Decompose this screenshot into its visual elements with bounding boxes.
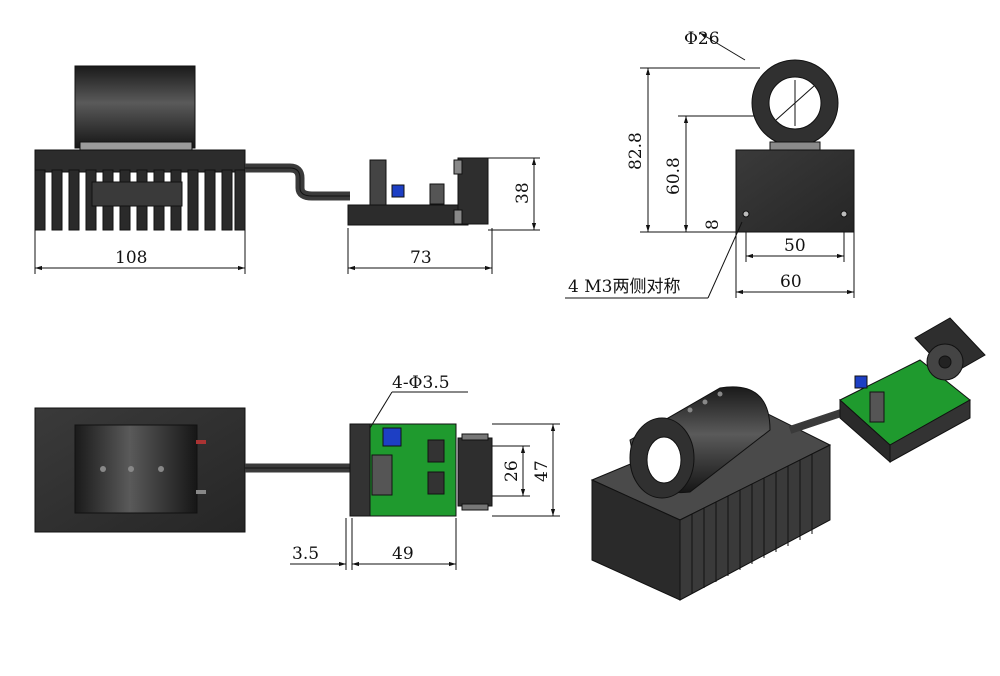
dim-heatsink-width: 108 bbox=[115, 248, 147, 268]
m3-hole-right bbox=[840, 210, 848, 218]
dim-hole-spacing: 50 bbox=[784, 236, 806, 256]
dim-total-height: 82.8 bbox=[626, 132, 646, 170]
iso-laser-aperture-inner bbox=[646, 436, 682, 484]
dim-fan-height: 38 bbox=[513, 182, 533, 204]
mounting-note: 4 M3两侧对称 bbox=[568, 277, 680, 297]
dim-driver-length: 49 bbox=[392, 544, 414, 564]
cooling-fan-top bbox=[457, 437, 493, 507]
side-view: Φ26 82.8 60.8 8 50 60 4 M3两侧对称 bbox=[565, 29, 855, 299]
laser-head-cylinder bbox=[74, 65, 196, 149]
dim-inner-height: 26 bbox=[502, 460, 522, 482]
dim-ring-diameter: Φ26 bbox=[684, 29, 720, 49]
heatsink-side bbox=[735, 149, 855, 233]
laser-head-top bbox=[74, 424, 198, 514]
dim-mount-holes: 4-Φ3.5 bbox=[392, 373, 450, 393]
dim-edge-offset: 3.5 bbox=[292, 544, 319, 564]
dim-driver-width: 73 bbox=[410, 248, 432, 268]
dim-base-height: 8 bbox=[703, 219, 723, 230]
blue-component bbox=[382, 427, 402, 447]
top-view: 4-Φ3.5 49 3.5 47 26 bbox=[34, 373, 560, 570]
dim-axis-height: 60.8 bbox=[664, 157, 684, 195]
isometric-view bbox=[590, 317, 986, 601]
dim-outer-height: 47 bbox=[532, 460, 552, 482]
front-view: 108 73 38 bbox=[34, 65, 540, 274]
dim-side-width: 60 bbox=[780, 272, 802, 292]
iso-blue-component bbox=[854, 375, 868, 389]
cooling-fan bbox=[457, 157, 489, 225]
heatsink-body bbox=[34, 149, 246, 173]
driver-board bbox=[347, 204, 469, 226]
m3-hole-left bbox=[742, 210, 750, 218]
iso-heatsink-fins bbox=[679, 444, 831, 601]
